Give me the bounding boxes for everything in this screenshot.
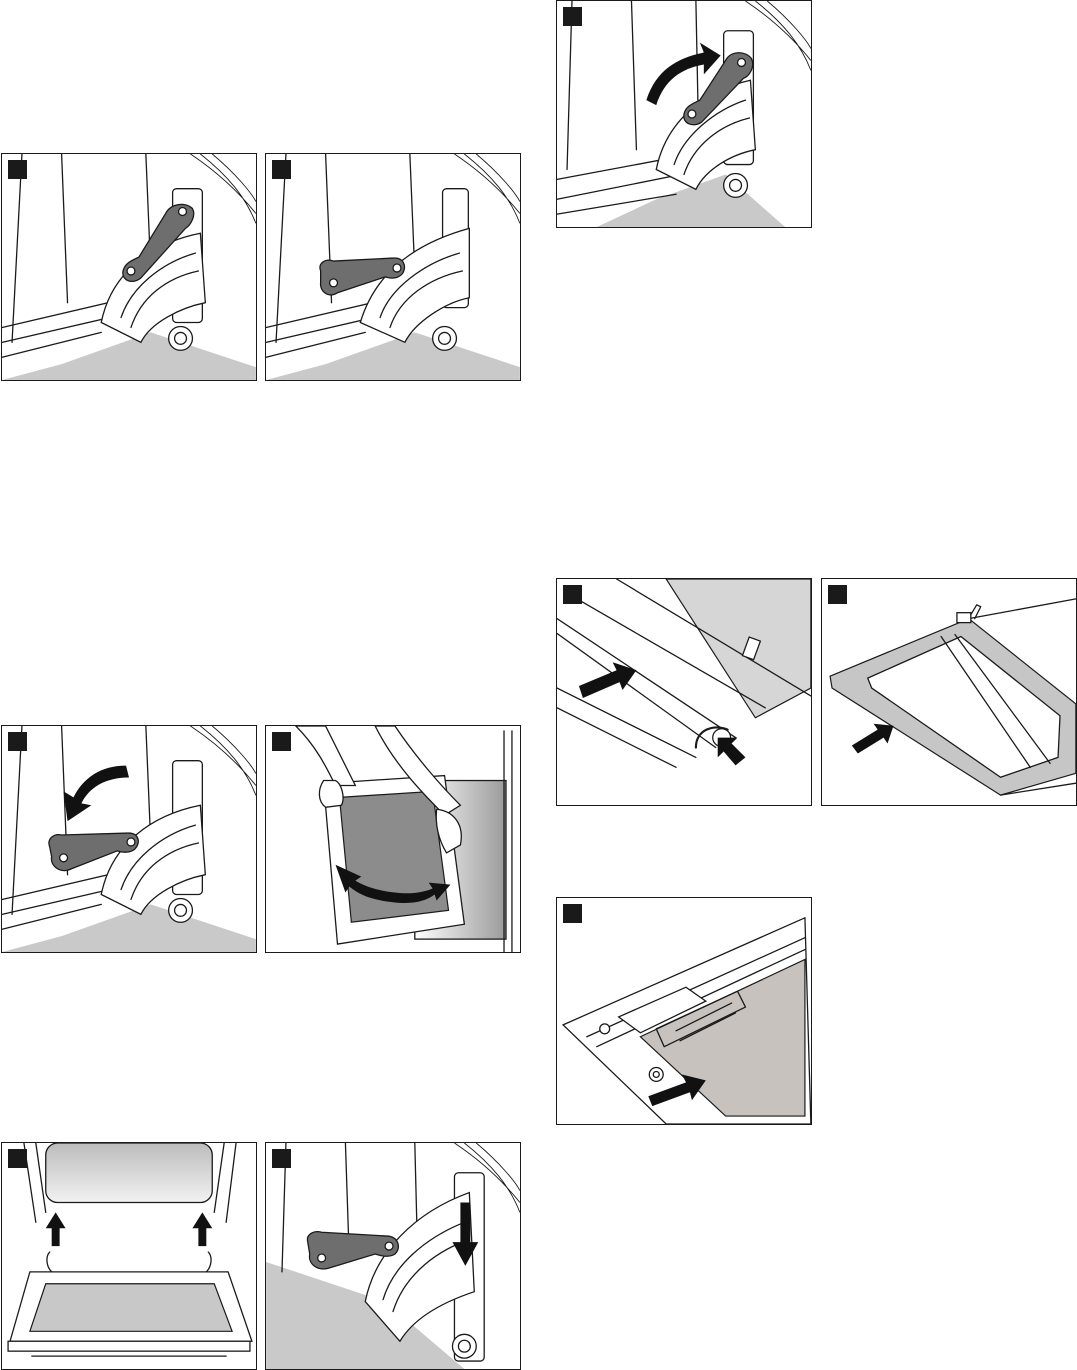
step-badge — [272, 160, 291, 179]
glass-pane-pull-out-illustration — [822, 579, 1076, 805]
step-badge — [563, 904, 582, 923]
step-badge — [272, 732, 291, 751]
glass-pane-clip-illustration — [557, 898, 811, 1124]
step-badge — [8, 732, 27, 751]
hinge-lever-fold-up-illustration — [557, 1, 811, 227]
figure-hinge-lever-open — [265, 153, 521, 381]
figure-glass-clip — [556, 897, 812, 1125]
figure-hinge-press-down — [265, 1142, 521, 1370]
figure-door-insert — [1, 1142, 257, 1370]
door-insert-hooks-illustration — [2, 1143, 256, 1369]
step-badge — [563, 7, 582, 26]
step-badge — [272, 1149, 291, 1168]
door-cover-unscrew-illustration — [557, 579, 811, 805]
figure-glass-pull-out — [821, 578, 1077, 806]
step-badge — [8, 1149, 27, 1168]
figure-hinge-lever-closed — [1, 153, 257, 381]
figure-cover-remove — [556, 578, 812, 806]
step-badge — [828, 585, 847, 604]
door-lift-off-illustration — [266, 726, 520, 952]
step-badge — [8, 160, 27, 179]
figure-hinge-lever-fold-down — [1, 725, 257, 953]
hinge-lever-open-illustration — [266, 154, 520, 380]
figure-hinge-lever-fold-up — [556, 0, 812, 228]
hinge-press-down-illustration — [266, 1143, 520, 1369]
figure-door-lift-off — [265, 725, 521, 953]
hinge-lever-fold-down-illustration — [2, 726, 256, 952]
step-badge — [563, 585, 582, 604]
hinge-lever-closed-illustration — [2, 154, 256, 380]
